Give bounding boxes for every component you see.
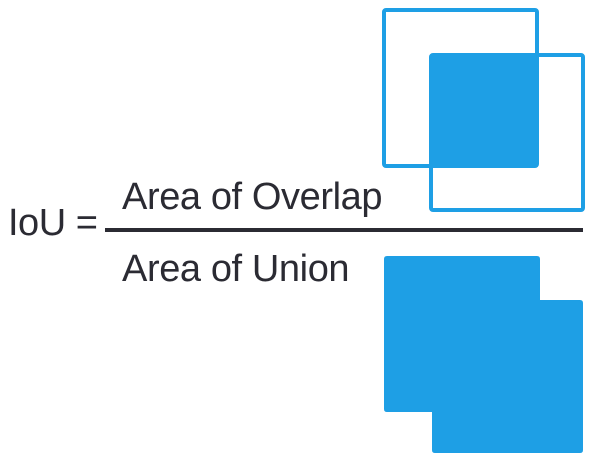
fraction-group: Area of Overlap Area of Union (105, 170, 583, 290)
numerator-label: Area of Overlap (122, 176, 383, 218)
union-diagram-svg (384, 256, 583, 453)
overlap-diagram-svg (382, 8, 585, 212)
overlap-intersection-fill (431, 55, 537, 166)
union-diagram (376, 248, 592, 462)
iou-label: IoU = (8, 202, 98, 244)
fraction-bar (105, 228, 583, 232)
overlap-diagram (376, 2, 592, 218)
union-shape-fill (384, 256, 583, 453)
denominator-label: Area of Union (122, 248, 350, 290)
